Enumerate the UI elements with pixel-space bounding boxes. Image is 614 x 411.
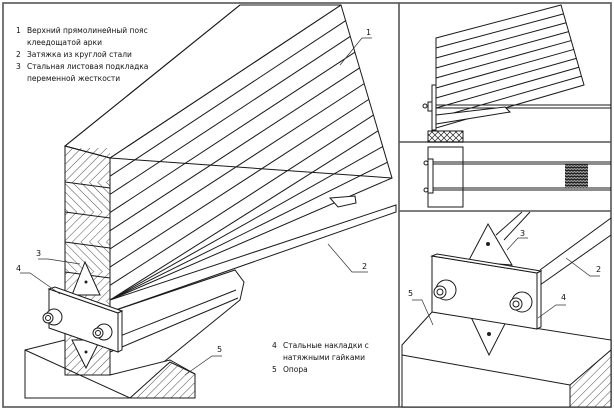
svg-text:3: 3	[16, 62, 21, 71]
callout-2: 2	[327, 243, 368, 273]
tension-nut-icon	[42, 308, 63, 326]
svg-text:Стальная листовая подкладка: Стальная листовая подкладка	[27, 62, 148, 71]
lamination-line	[109, 161, 388, 301]
side-lamination-line	[435, 75, 582, 119]
lamination-line	[109, 67, 360, 232]
lamination-line	[109, 20, 346, 177]
detail-3d-view: 3 2 4 5	[401, 211, 612, 408]
callout-1: 1	[339, 28, 372, 66]
svg-text:натяжными гайками: натяжными гайками	[283, 353, 365, 362]
legend-bottom: 4 Стальные накладки с натяжными гайками …	[272, 341, 369, 374]
lamination-line	[109, 146, 383, 301]
svg-text:2: 2	[362, 262, 367, 271]
tension-nut-icon	[92, 323, 113, 341]
side-lamination-lines	[435, 13, 582, 119]
side-elevation-view	[422, 4, 611, 143]
legend-top: 1 Верхний прямолинейный пояс клеедощатой…	[16, 26, 148, 83]
svg-text:3: 3	[36, 249, 41, 258]
side-lamination-line	[435, 31, 569, 69]
svg-text:1: 1	[366, 28, 371, 37]
callout-3: 3	[36, 249, 81, 265]
side-lamination-line	[435, 13, 564, 49]
svg-text:1: 1	[16, 26, 21, 35]
svg-text:2: 2	[596, 265, 601, 274]
svg-text:5: 5	[408, 289, 413, 298]
lamination-line	[109, 36, 351, 195]
support-block	[24, 339, 196, 399]
plan-view	[423, 146, 611, 208]
svg-text:4: 4	[272, 341, 277, 350]
tension-nut-icon	[433, 279, 457, 301]
tension-nut-icon	[509, 291, 533, 313]
side-lamination-line	[435, 57, 577, 99]
lamination-line	[109, 51, 356, 213]
side-lamination-line	[435, 22, 567, 59]
svg-text:Опора: Опора	[283, 365, 308, 374]
lamination-line	[109, 83, 365, 250]
detail-callout-2: 2	[565, 257, 601, 277]
main-view: 1 2 3 4 5 1 Верхний прямолинейный пояс к…	[16, 4, 397, 399]
steel-cover-plate	[42, 286, 124, 353]
callout-4: 4	[16, 264, 61, 295]
svg-text:клеедощатой арки: клеедощатой арки	[27, 38, 102, 47]
lamination-line	[109, 98, 370, 268]
svg-text:4: 4	[561, 293, 566, 302]
lamination-lines	[64, 4, 393, 301]
svg-text:3: 3	[520, 229, 525, 238]
detail-callout-5: 5	[408, 289, 434, 326]
svg-text:Затяжка из круглой стали: Затяжка из круглой стали	[27, 50, 132, 59]
svg-text:4: 4	[16, 264, 21, 273]
svg-text:5: 5	[272, 365, 277, 374]
side-lamination-line	[435, 66, 580, 109]
svg-text:5: 5	[217, 345, 222, 354]
svg-text:Стальные накладки с: Стальные накладки с	[283, 341, 369, 350]
nut-icon	[422, 101, 433, 112]
side-lamination-line	[435, 40, 572, 79]
beam-edge-line	[109, 4, 342, 159]
lamination-line	[109, 130, 379, 301]
beam-edge-line	[64, 4, 241, 147]
lamination-line	[109, 114, 374, 286]
callout-5: 5	[184, 345, 222, 376]
detail-callout-4: 4	[537, 293, 566, 319]
detail-callout-3: 3	[506, 229, 528, 251]
svg-text:2: 2	[16, 50, 21, 59]
svg-text:Верхний прямолинейный пояс: Верхний прямолинейный пояс	[27, 26, 148, 35]
side-lamination-line	[435, 48, 574, 89]
svg-text:переменной жесткости: переменной жесткости	[27, 74, 120, 83]
steel-tie-rod	[109, 195, 397, 313]
